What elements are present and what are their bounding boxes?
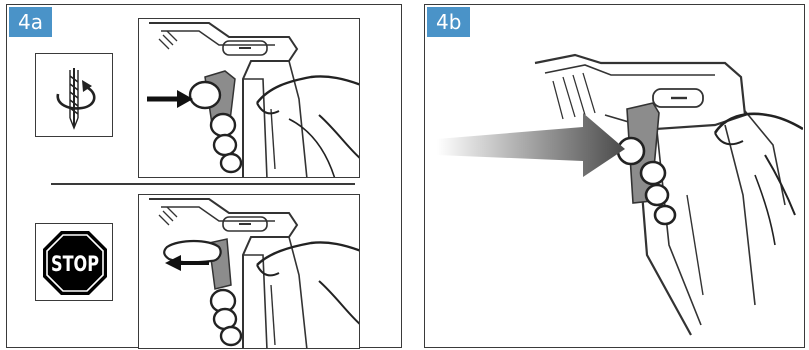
panel-4a: 4a	[6, 4, 402, 349]
panel-4b: 4b	[424, 4, 805, 348]
trigger-push-illustration	[437, 53, 803, 336]
stop-sign-icon: STOP	[43, 231, 107, 295]
panel-4b-label: 4b	[427, 7, 471, 37]
panel-4a-divider	[51, 183, 355, 185]
stop-sign-text: STOP	[51, 252, 99, 276]
drill-rotation-icon	[56, 68, 96, 130]
trigger-press-illustration	[138, 18, 360, 178]
stop-sign-frame: STOP	[35, 223, 113, 301]
trigger-release-illustration	[138, 194, 360, 349]
rotation-icon-frame	[35, 53, 113, 137]
panel-4a-label: 4a	[9, 7, 52, 37]
